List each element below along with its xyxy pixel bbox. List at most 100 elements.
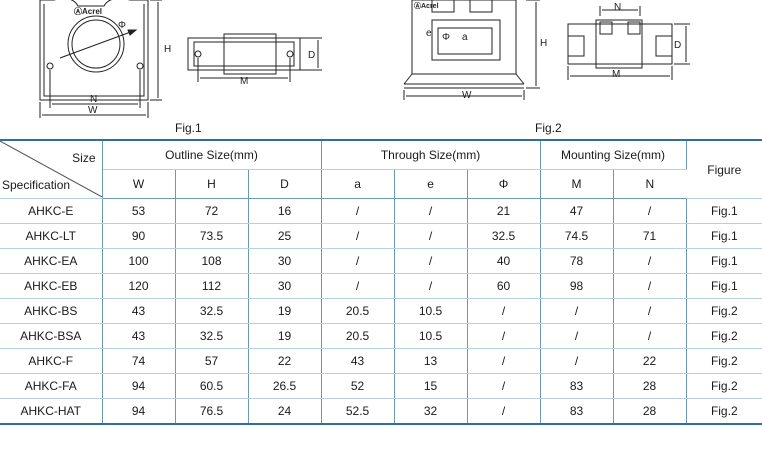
cell-w: 120 bbox=[102, 273, 176, 299]
cell-n: 71 bbox=[613, 223, 687, 249]
cell-h: 32.5 bbox=[175, 323, 249, 349]
cell-a: / bbox=[321, 223, 395, 249]
cell-w: 94 bbox=[102, 398, 176, 425]
cell-m: 98 bbox=[540, 273, 614, 299]
cell-figure: Fig.2 bbox=[686, 298, 762, 324]
cell-d: 24 bbox=[248, 398, 322, 425]
outline-size-header: Outline Size(mm) bbox=[102, 139, 322, 170]
cell-phi: 60 bbox=[467, 273, 541, 299]
cell-e: 15 bbox=[394, 373, 468, 399]
cell-n: / bbox=[613, 198, 687, 224]
cell-spec: AHKC-EB bbox=[0, 273, 103, 299]
cell-n: / bbox=[613, 298, 687, 324]
corner-size-label: Size bbox=[72, 151, 96, 165]
cell-a: 20.5 bbox=[321, 323, 395, 349]
cell-spec: AHKC-E bbox=[0, 198, 103, 224]
cell-w: 43 bbox=[102, 298, 176, 324]
figure-header: Figure bbox=[686, 139, 762, 199]
mounting-size-header: Mounting Size(mm) bbox=[540, 139, 687, 170]
cell-a: / bbox=[321, 273, 395, 299]
cell-phi: / bbox=[467, 398, 541, 425]
cell-h: 108 bbox=[175, 248, 249, 274]
cell-figure: Fig.2 bbox=[686, 323, 762, 349]
cell-h: 112 bbox=[175, 273, 249, 299]
cell-w: 94 bbox=[102, 373, 176, 399]
cell-spec: AHKC-FA bbox=[0, 373, 103, 399]
cell-figure: Fig.1 bbox=[686, 248, 762, 274]
cell-d: 19 bbox=[248, 323, 322, 349]
fig1-dim-h: H bbox=[164, 44, 171, 55]
cell-n: / bbox=[613, 248, 687, 274]
cell-n: 22 bbox=[613, 348, 687, 374]
cell-d: 26.5 bbox=[248, 373, 322, 399]
fig2-side-view bbox=[567, 6, 690, 80]
cell-e: 10.5 bbox=[394, 298, 468, 324]
cell-phi: 32.5 bbox=[467, 223, 541, 249]
cell-e: / bbox=[394, 198, 468, 224]
fig2-caption: Fig.2 bbox=[535, 121, 562, 135]
cell-m: 47 bbox=[540, 198, 614, 224]
cell-w: 43 bbox=[102, 323, 176, 349]
cell-m: 78 bbox=[540, 248, 614, 274]
fig1-dim-phi: Φ bbox=[118, 20, 126, 31]
cell-a: 52 bbox=[321, 373, 395, 399]
cell-m: / bbox=[540, 323, 614, 349]
cell-n: 28 bbox=[613, 373, 687, 399]
cell-spec: AHKC-BS bbox=[0, 298, 103, 324]
table-header-row-2: W H D a e Φ M N bbox=[0, 169, 762, 199]
cell-h: 76.5 bbox=[175, 398, 249, 425]
cell-a: 43 bbox=[321, 348, 395, 374]
corner-cell: Size Specification bbox=[0, 139, 103, 199]
fig2-dim-phi: Φ bbox=[442, 32, 450, 43]
cell-e: 10.5 bbox=[394, 323, 468, 349]
col-header-n: N bbox=[613, 169, 687, 199]
cell-phi: / bbox=[467, 323, 541, 349]
cell-d: 22 bbox=[248, 348, 322, 374]
cell-d: 16 bbox=[248, 198, 322, 224]
fig1-caption: Fig.1 bbox=[175, 121, 202, 135]
fig1-dim-m: M bbox=[240, 76, 248, 87]
cell-m: / bbox=[540, 348, 614, 374]
cell-w: 90 bbox=[102, 223, 176, 249]
cell-a: 20.5 bbox=[321, 298, 395, 324]
cell-m: 83 bbox=[540, 398, 614, 425]
cell-phi: / bbox=[467, 298, 541, 324]
dimension-drawings: ⒶAcrel Φ H D M N W ⒶAcrel Φ a e H W N D … bbox=[0, 0, 762, 138]
cell-figure: Fig.2 bbox=[686, 398, 762, 425]
cell-d: 30 bbox=[248, 248, 322, 274]
fig1-dim-w: W bbox=[88, 105, 98, 116]
cell-spec: AHKC-LT bbox=[0, 223, 103, 249]
cell-phi: 21 bbox=[467, 198, 541, 224]
dimension-drawings-svg: ⒶAcrel Φ H D M N W ⒶAcrel Φ a e H W N D … bbox=[39, 0, 690, 118]
cell-a: / bbox=[321, 248, 395, 274]
cell-phi: / bbox=[467, 373, 541, 399]
cell-e: / bbox=[394, 248, 468, 274]
cell-figure: Fig.2 bbox=[686, 373, 762, 399]
table-header-row-1: Size Specification Outline Size(mm) Thro… bbox=[0, 139, 762, 199]
cell-a: / bbox=[321, 198, 395, 224]
cell-e: / bbox=[394, 273, 468, 299]
cell-phi: / bbox=[467, 348, 541, 374]
cell-h: 72 bbox=[175, 198, 249, 224]
col-header-e: e bbox=[394, 169, 468, 199]
cell-n: 28 bbox=[613, 398, 687, 425]
cell-d: 25 bbox=[248, 223, 322, 249]
fig1-logo: ⒶAcrel bbox=[74, 6, 102, 16]
cell-h: 73.5 bbox=[175, 223, 249, 249]
cell-e: / bbox=[394, 223, 468, 249]
cell-m: 74.5 bbox=[540, 223, 614, 249]
cell-w: 100 bbox=[102, 248, 176, 274]
cell-figure: Fig.1 bbox=[686, 273, 762, 299]
cell-spec: AHKC-F bbox=[0, 348, 103, 374]
cell-figure: Fig.2 bbox=[686, 348, 762, 374]
fig2-dim-a: a bbox=[462, 32, 468, 43]
fig1-side-view bbox=[187, 33, 322, 82]
